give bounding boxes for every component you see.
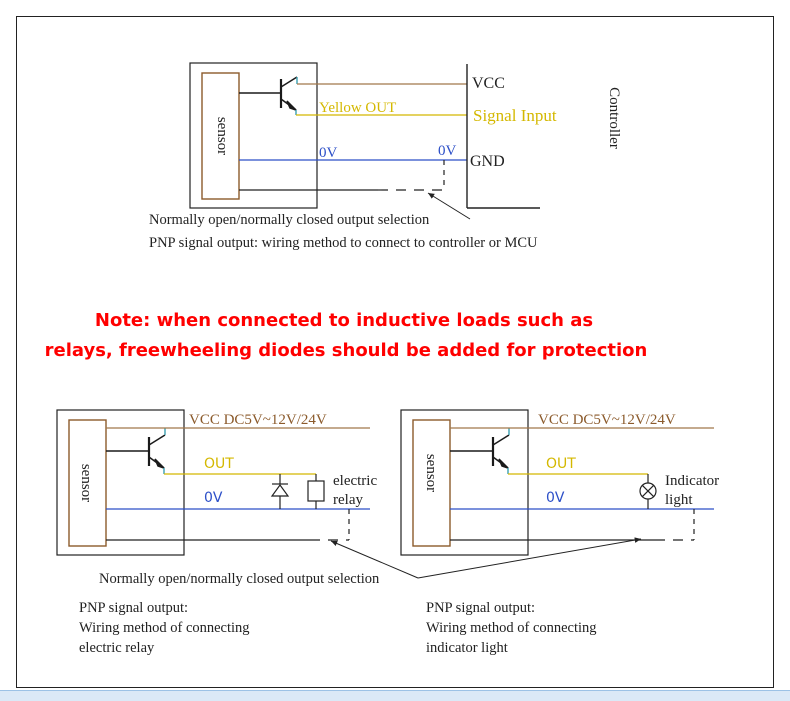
indicator-wiring-diagram: sensor VCC DC5V~12V/24V OUT 0V Indicator… [400, 409, 719, 556]
vcc-label: VCC [472, 75, 505, 92]
left-out-label: OUT [204, 456, 234, 472]
top-selection-arrow [427, 192, 471, 220]
relay-wiring-diagram: sensor VCC DC5V~12V/24V [56, 409, 377, 556]
controller-label: Controller [606, 87, 622, 149]
left-sensor-housing [56, 409, 185, 556]
indicator-caption-line2: Wiring method of connecting [426, 620, 597, 636]
top-transistor-icon [239, 76, 298, 111]
top-wiring-diagram: sensor VCC Yellow OUT Signal Input 0V 0V… [149, 62, 622, 251]
relay-label-line2: relay [333, 492, 363, 508]
top-0v-left-label: 0V [319, 145, 338, 161]
gnd-label: GND [470, 153, 505, 170]
indicator-lamp-icon [639, 474, 657, 509]
freewheel-diode-icon [270, 474, 290, 509]
relay-caption-line1: PNP signal output: [79, 600, 188, 616]
left-0v-label: 0V [204, 490, 223, 506]
right-sensor-element [412, 419, 451, 547]
yellow-out-label: Yellow OUT [319, 100, 396, 116]
indicator-caption-line3: indicator light [426, 640, 508, 656]
top-selection-note: Normally open/normally closed output sel… [149, 212, 430, 228]
right-sensor-label: sensor [423, 454, 439, 492]
relay-coil-icon [307, 474, 325, 509]
top-0v-right-label: 0V [438, 143, 457, 159]
left-vcc-label: VCC DC5V~12V/24V [189, 412, 327, 428]
top-caption: PNP signal output: wiring method to conn… [149, 235, 538, 251]
diagram-frame [16, 16, 774, 688]
right-selection-arrow [417, 537, 642, 579]
right-vcc-label: VCC DC5V~12V/24V [538, 412, 676, 428]
right-transistor-icon [450, 434, 510, 469]
left-sensor-label: sensor [78, 464, 94, 502]
top-sensor-housing [189, 62, 318, 209]
shared-selection-note: Normally open/normally closed output sel… [99, 571, 380, 587]
bottom-strip [0, 690, 790, 701]
relay-caption-line3: electric relay [79, 640, 155, 656]
top-sensor-label: sensor [214, 117, 230, 155]
right-0v-label: 0V [546, 490, 565, 506]
signal-input-label: Signal Input [473, 106, 557, 125]
top-sensor-element [201, 72, 240, 200]
left-transistor-icon [106, 434, 166, 469]
right-sensor-housing [400, 409, 529, 556]
left-sensor-element [68, 419, 107, 547]
right-out-label: OUT [546, 456, 576, 472]
warning-note-line1: Note: when connected to inductive loads … [95, 310, 593, 331]
relay-caption-line2: Wiring method of connecting [79, 620, 250, 636]
indicator-label-line1: Indicator [665, 473, 719, 489]
indicator-label-line2: light [665, 492, 693, 508]
indicator-caption-line1: PNP signal output: [426, 600, 535, 616]
relay-label-line1: electric [333, 473, 377, 489]
left-selection-arrow [330, 540, 419, 579]
warning-note-line2: relays, freewheeling diodes should be ad… [45, 340, 648, 361]
